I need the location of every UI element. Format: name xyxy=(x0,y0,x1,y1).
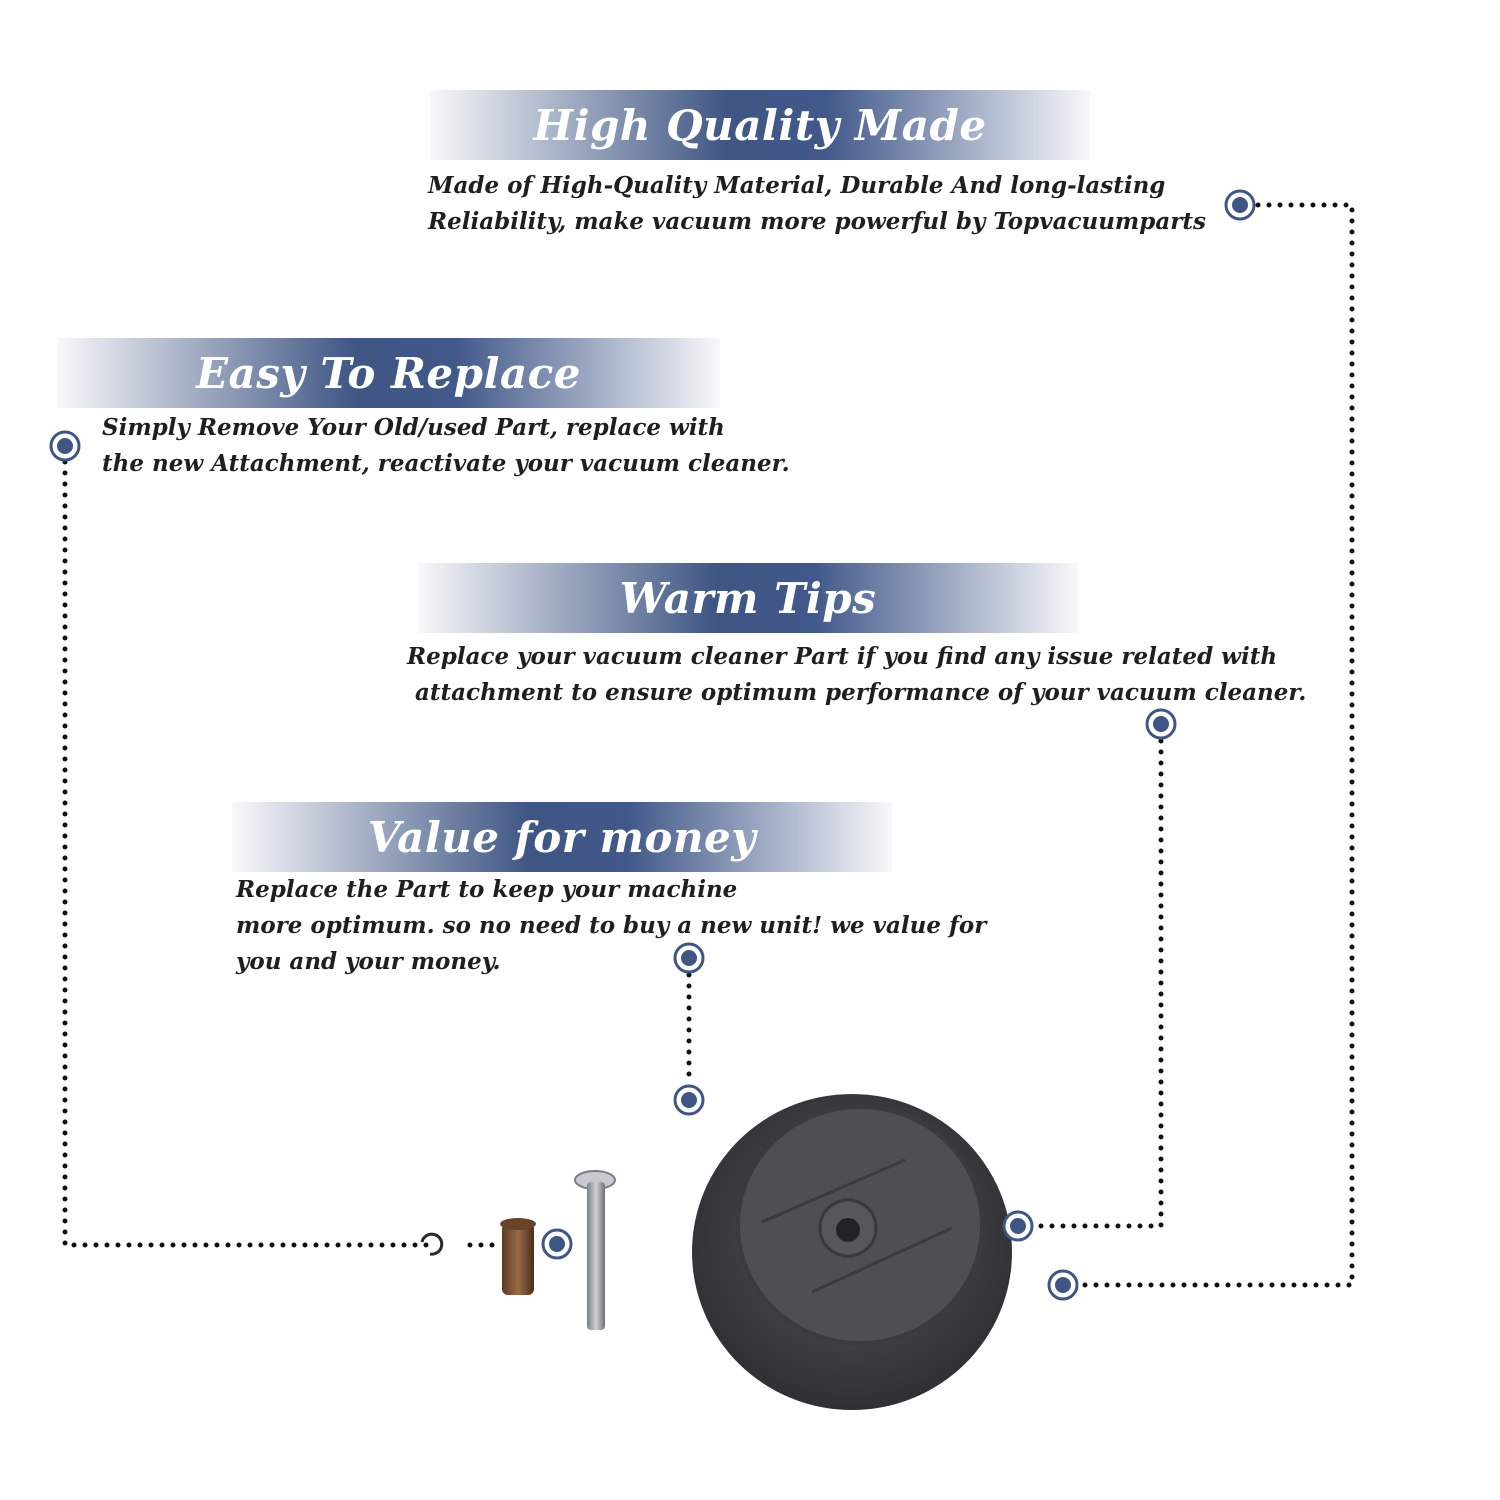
description-value-money: Replace the Part to keep your machine mo… xyxy=(236,872,986,980)
description-warm-tips: Replace your vacuum cleaner Part if you … xyxy=(407,639,1306,711)
marker-dot-icon xyxy=(1145,708,1177,740)
wheel-part xyxy=(692,1094,1012,1410)
banner-value-money: Value for money xyxy=(232,802,892,872)
bushing-part xyxy=(500,1218,536,1295)
marker-dot-icon xyxy=(1047,1269,1079,1301)
marker-dot-icon xyxy=(1002,1210,1034,1242)
marker-dot-icon xyxy=(1224,189,1256,221)
description-line: attachment to ensure optimum performance… xyxy=(407,679,1307,706)
description-line: Replace the Part to keep your machine xyxy=(236,876,738,903)
banner-easy-replace: Easy To Replace xyxy=(57,338,720,408)
description-high-quality: Made of High-Quality Material, Durable A… xyxy=(428,168,1206,240)
marker-dot-icon xyxy=(673,1084,705,1116)
banner-title: Warm Tips xyxy=(619,573,877,623)
axle-pin-part xyxy=(574,1170,616,1330)
e-clip-part xyxy=(420,1232,444,1256)
connector-warm-tips xyxy=(1031,738,1164,1229)
banner-title: High Quality Made xyxy=(533,100,987,150)
banner-title: Easy To Replace xyxy=(196,348,581,398)
marker-dot-icon xyxy=(541,1228,573,1260)
description-easy-replace: Simply Remove Your Old/used Part, replac… xyxy=(102,410,790,482)
description-line: more optimum. so no need to buy a new un… xyxy=(236,912,987,939)
description-line: the new Attachment, reactivate your vacu… xyxy=(102,450,790,477)
marker-dot-icon xyxy=(673,942,705,974)
marker-dot-icon xyxy=(49,430,81,462)
banner-high-quality: High Quality Made xyxy=(430,90,1090,160)
banner-title: Value for money xyxy=(367,812,757,862)
description-line: you and your money. xyxy=(236,948,501,975)
description-line: Made of High-Quality Material, Durable A… xyxy=(428,172,1166,199)
banner-warm-tips: Warm Tips xyxy=(418,563,1078,633)
description-line: Replace your vacuum cleaner Part if you … xyxy=(407,643,1278,670)
description-line: Simply Remove Your Old/used Part, replac… xyxy=(102,414,725,441)
connector-high-quality xyxy=(1077,202,1355,1288)
description-line: Reliability, make vacuum more powerful b… xyxy=(428,208,1206,235)
connector-easy-replace xyxy=(62,459,433,1248)
